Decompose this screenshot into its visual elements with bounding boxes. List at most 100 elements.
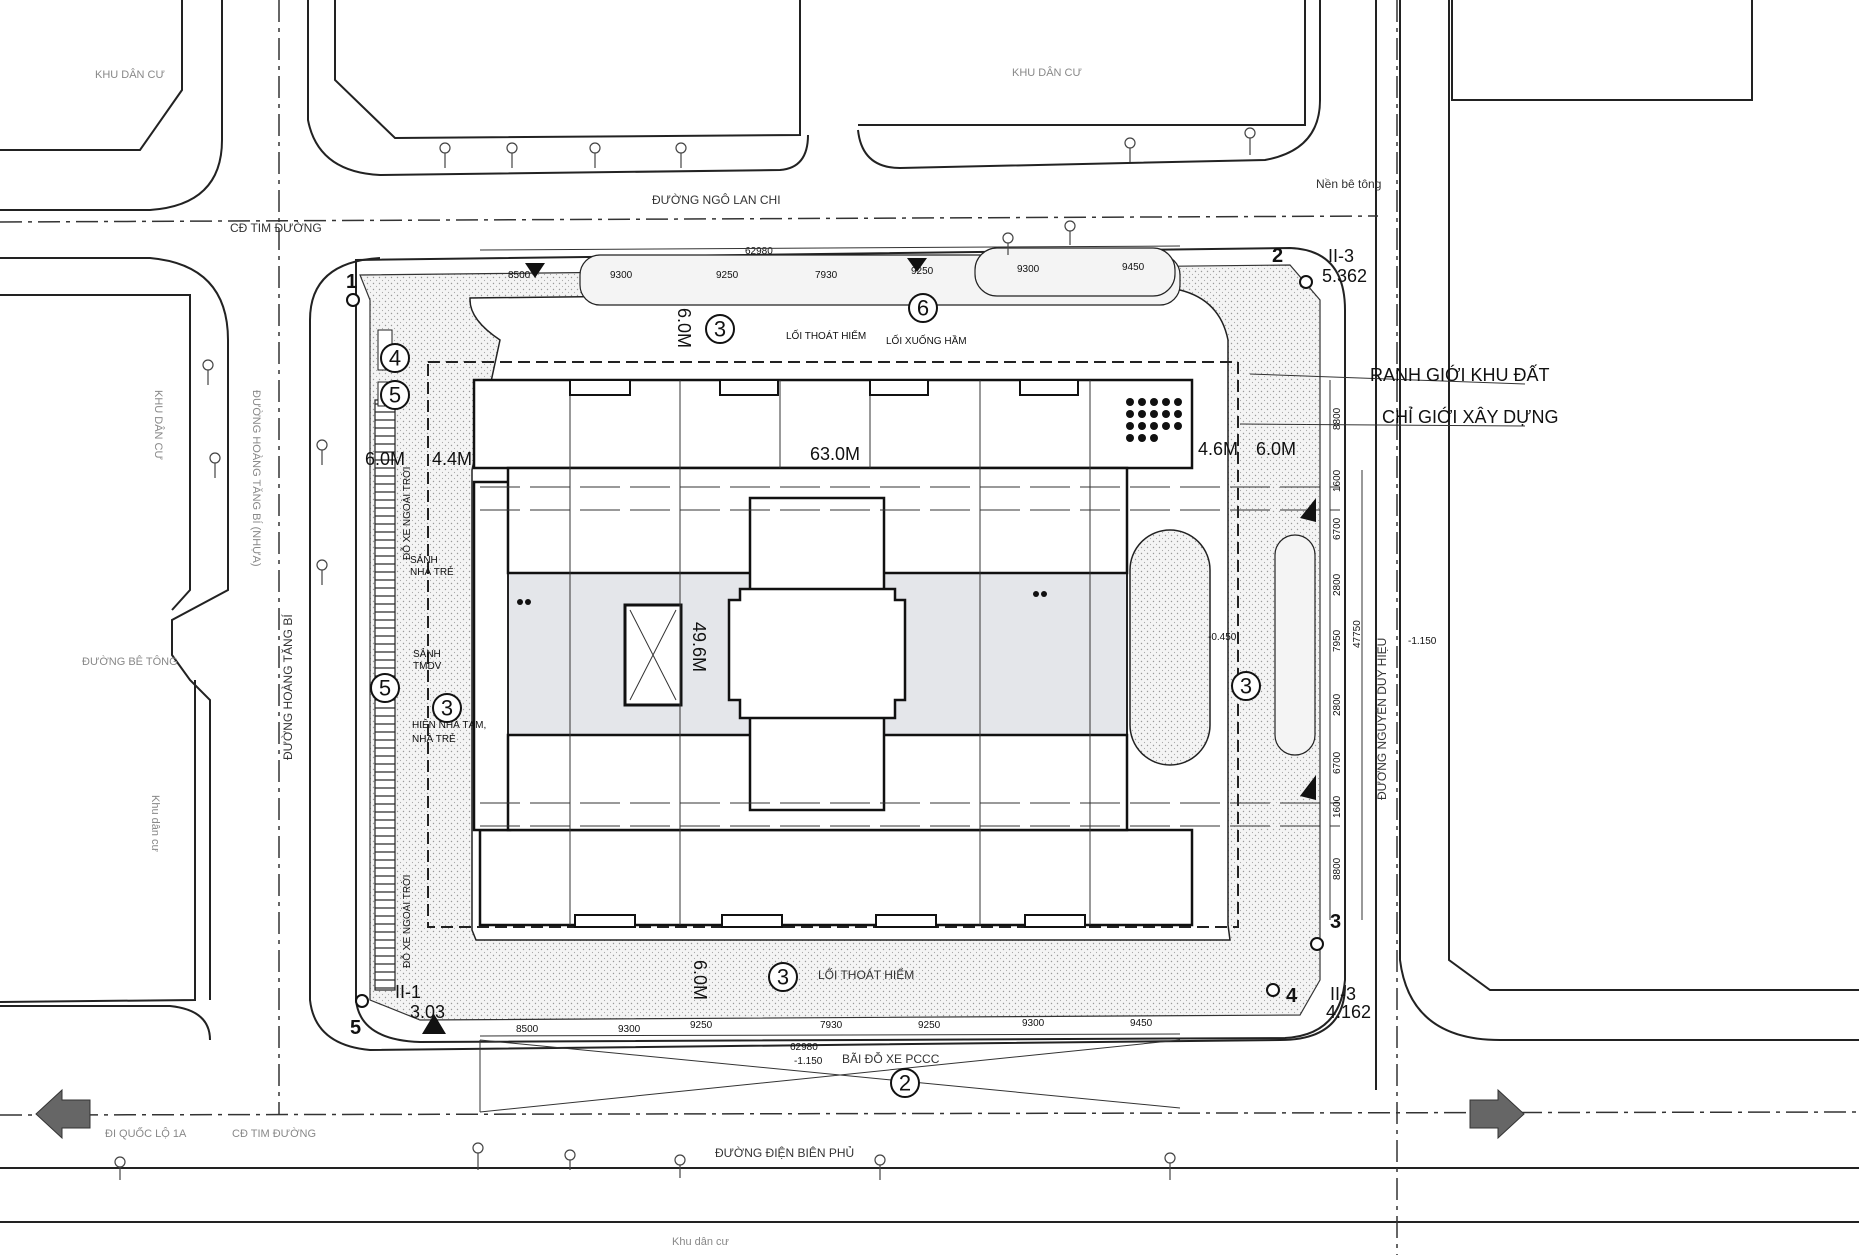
entrance-triangle-icon: [1300, 498, 1316, 522]
dimension-top: 9250: [911, 266, 934, 277]
emergency-exit-label: LỐI THOÁT HIỂM: [786, 328, 866, 342]
balconies: [569, 379, 1086, 928]
dimension-total: 62980: [790, 1042, 818, 1053]
elevation-label: -1.150: [794, 1056, 823, 1067]
block-top-left: [0, 0, 183, 151]
tree-icon: [1164, 1152, 1176, 1180]
legend-site-boundary: RANH GIỚI KHU ĐẤT: [1370, 364, 1549, 385]
tree-icon: [1244, 127, 1256, 155]
tree-icon: [202, 359, 214, 385]
fire-parking-cross: [479, 1039, 1181, 1113]
entrance-triangle-icon: [422, 1014, 446, 1034]
corner-level: 5.362: [1322, 266, 1367, 286]
porch-label: HIÊN NHÀ TẠM,: [412, 718, 486, 731]
tree-icon: [675, 142, 687, 168]
dimension-top: 9300: [1017, 264, 1040, 275]
basement-ramp-label: LỐI XUỐNG HẦM: [886, 333, 967, 347]
tree-icon: [1064, 220, 1076, 245]
survey-point-icon: [1266, 983, 1280, 997]
marker-3: [705, 314, 735, 344]
surrounding-blocks: [0, 0, 1859, 1223]
arrow-left-icon: [35, 1088, 91, 1140]
centerline-label: CĐ TIM ĐƯỜNG: [230, 220, 322, 235]
survey-point-icon: [1299, 275, 1313, 289]
marker-number: 4: [389, 346, 401, 371]
marker-number: 6: [917, 296, 929, 321]
dimension-bottom: 9300: [1022, 1018, 1045, 1029]
tree-icon: [564, 1149, 576, 1170]
corner-level: 4.162: [1326, 1002, 1371, 1022]
emergency-exit-label: LỐI THOÁT HIỂM: [818, 967, 914, 982]
tree-icon: [316, 439, 328, 465]
site-boundary: [355, 246, 1346, 1044]
corner-points: 1 2 II-3 5.362 3 4 II-3 4.162 5 II-1 3.0…: [346, 245, 1371, 1039]
elevation-label: -1.150: [1408, 636, 1437, 647]
curb-bottom-left: [0, 1005, 211, 1041]
curb-top-left: [0, 0, 223, 211]
dimension-top: 8500: [508, 270, 531, 281]
building-wing-west: [472, 480, 512, 832]
survey-point-icon: [355, 994, 369, 1008]
tree-icon: [1124, 137, 1136, 162]
to-highway-label: ĐI QUỐC LỘ 1A: [105, 1126, 187, 1140]
dimension-bottom: 9250: [690, 1020, 713, 1031]
lobby-label: SẢNH: [410, 553, 438, 566]
tree-icon: [114, 1156, 126, 1180]
road-label-south: ĐƯỜNG ĐIỆN BIÊN PHỦ: [715, 1145, 854, 1160]
elevator-dots: [517, 398, 1182, 605]
marker-number: 3: [714, 317, 726, 342]
trees: [114, 127, 1256, 1180]
block-top-center-right: [858, 0, 1306, 126]
dimension-line-bottom: [479, 1033, 1181, 1037]
setback-left-outer: 6.0M: [365, 449, 405, 469]
lobby-label: NHÀ TRẺ: [410, 565, 454, 578]
road-label-west: ĐƯỜNG HOÀNG TĂNG BÍ: [280, 614, 295, 760]
centerline-label: CĐ TIM ĐƯỜNG: [232, 1127, 316, 1140]
elevation-label: -0.450: [1208, 632, 1237, 643]
dimension-right: 1600: [1332, 795, 1343, 818]
numbered-markers: 3 6 4 5 5 3 3 2 3: [370, 293, 1261, 1098]
marker-number: 2: [899, 1071, 911, 1096]
marker-5: [370, 673, 400, 703]
tree-icon: [439, 142, 451, 168]
site-boundary-leader: [1249, 373, 1526, 385]
marker-3: [432, 693, 462, 723]
setback-left-inner: 4.4M: [432, 449, 472, 469]
grid-dashed: [480, 486, 1340, 827]
structural-grid: [569, 380, 1091, 925]
corner-code: II-3: [1330, 984, 1356, 1004]
road-label-north: ĐƯỜNG NGÔ LAN CHI: [652, 192, 781, 207]
marker-5: [380, 380, 410, 410]
setback-bottom: 6.0M: [690, 960, 710, 1000]
marker-3: [768, 962, 798, 992]
outdoor-parking-label: ĐỖ XE NGOÀI TRỜI: [400, 875, 413, 968]
centerline-south: [0, 1111, 1859, 1116]
dimension-top: 7930: [815, 270, 838, 281]
marker-4: [380, 343, 410, 373]
concrete-road-label: ĐƯỜNG BÊ TÔNG: [82, 655, 178, 668]
tree-icon: [1002, 232, 1014, 255]
concrete-label: Nền bê tông: [1316, 177, 1381, 191]
block-top-center: [334, 0, 801, 140]
marker-number: 3: [1240, 674, 1252, 699]
block-left: [0, 294, 191, 611]
dimension-right: 6700: [1332, 517, 1343, 540]
tree-icon: [589, 142, 601, 168]
dimension-right: 8800: [1332, 407, 1343, 430]
setback-top: 6.0M: [674, 308, 694, 348]
dimension-total: 62980: [745, 246, 773, 257]
dimension-right: 7950: [1332, 629, 1343, 652]
curb-left-block: [0, 257, 229, 1000]
labels: KHU DÂN CƯ KHU DÂN CƯ KHU DÂN CƯ Khu dân…: [82, 66, 1559, 1248]
corner-id: 4: [1286, 985, 1298, 1007]
block-right: [1448, 0, 1859, 991]
round-plaza: [1129, 529, 1211, 766]
survey-point-icon: [1310, 937, 1324, 951]
building-footprint: [472, 378, 1340, 928]
tree-icon: [209, 452, 221, 478]
central-core: [727, 587, 907, 720]
curb-top-center: [307, 0, 809, 177]
road-label-west-alt: ĐƯỜNG HOÀNG TĂNG BÍ (NHỰA): [250, 390, 263, 567]
corner-level: 3.03: [410, 1002, 445, 1022]
area-label: Khu dân cư: [672, 1236, 730, 1248]
